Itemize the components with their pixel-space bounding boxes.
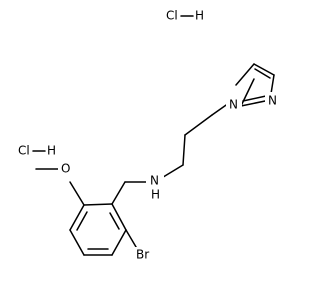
h-amine-label: H <box>151 188 160 202</box>
bonds <box>35 63 275 256</box>
n-imidazole-1-bg <box>226 96 242 112</box>
n-amine-label: N <box>150 174 159 188</box>
bond-imidazole-c4-c5 <box>253 63 275 76</box>
br-bg <box>134 247 158 263</box>
bond-imidazole-n1-c2 <box>240 78 255 107</box>
bond-ring-c2-c3 <box>69 204 85 231</box>
n-imidazole-3-bg <box>265 92 281 108</box>
salt-hcl-left: Cl H <box>18 144 56 158</box>
bond-ring-c3-c4 <box>69 229 85 256</box>
bond-ch2-b-ch2-c <box>182 134 186 166</box>
salt-hcl-top-h: H <box>195 9 204 23</box>
salt-hcl-left-h: H <box>47 144 56 158</box>
bond-imidazole-c4-c5-inner <box>254 68 271 79</box>
bond-benzyl-ch2-ring <box>111 181 126 205</box>
atom-labels: N N N H O Br <box>58 92 281 263</box>
bond-ring-o <box>69 181 85 206</box>
o-methoxy-bg <box>58 161 74 177</box>
chemical-structure-diagram: Cl H Cl H <box>18 8 281 263</box>
bond-ring-c6-c1-inner <box>109 212 120 230</box>
bond-imidazole-c5-n1 <box>235 63 255 86</box>
o-methoxy-label: O <box>61 162 70 176</box>
bond-ring-c1-c2 <box>83 203 113 206</box>
bond-ring-c2-c3-inner <box>76 211 88 231</box>
n-imidazole-1-label: N <box>229 98 238 112</box>
n-amine-bg <box>146 171 164 195</box>
br-label: Br <box>136 248 149 262</box>
salt-hcl-top-cl: Cl <box>166 9 178 23</box>
bond-imidazole-c2-n3-inner <box>242 95 267 102</box>
n-imidazole-3-label: N <box>268 94 277 108</box>
bond-ch2-a-ch2-b <box>184 114 213 136</box>
bond-ring-c5-c6 <box>111 229 127 256</box>
salt-hcl-top: Cl H <box>166 9 204 23</box>
salt-hcl-left-cl: Cl <box>18 144 30 158</box>
bond-ring-c6-c1 <box>111 203 127 231</box>
